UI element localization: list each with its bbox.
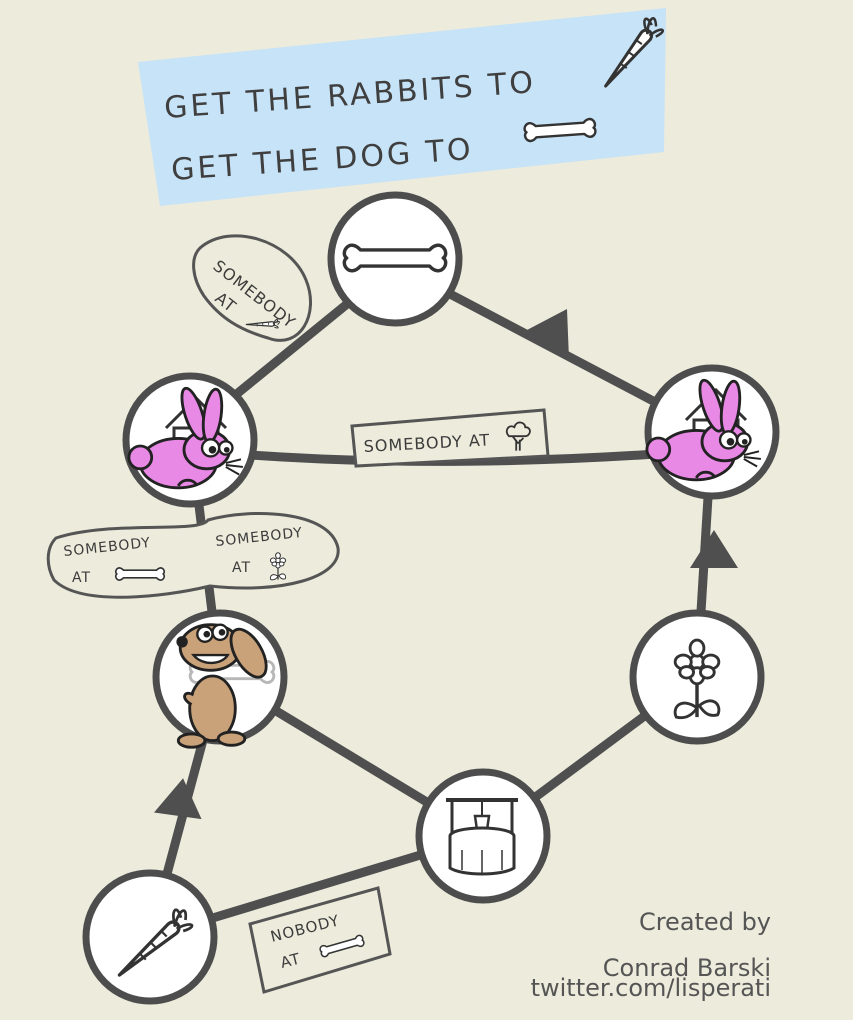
node-house-right[interactable] [644,364,780,500]
credit-created-by: Created by [638,908,771,936]
condition-top-left: SOMEBODY AT [192,234,312,343]
node-well[interactable] [415,768,551,904]
arrow-icon-left [154,774,207,820]
condition-left-a-bone-icon [114,567,166,581]
arrow-icon-right [690,530,738,568]
credit-author: Conrad Barski [602,954,771,982]
condition-left: SOMEBODY AT SOMEBODY AT [46,512,340,599]
goal-banner: GET THE RABBITS TO GET THE DOG TO [138,8,673,206]
bone-icon [342,243,448,273]
node-flower[interactable] [629,609,765,745]
condition-left-a-text2: AT [72,570,91,586]
node-bone[interactable] [327,191,463,327]
condition-bottom: NOBODY AT [248,886,392,994]
condition-bottom-text2: AT [279,950,303,972]
condition-middle: SOMEBODY AT [350,408,550,468]
condition-left-b-text2: AT [232,560,251,576]
credit-twitter-link[interactable]: twitter.com/lisperati [530,974,771,1002]
node-house-left[interactable] [122,372,258,508]
node-carrot[interactable] [82,869,218,1005]
arrow-icon-top [527,296,588,354]
node-dog[interactable] [152,609,288,749]
goal-banner-background [138,8,666,206]
